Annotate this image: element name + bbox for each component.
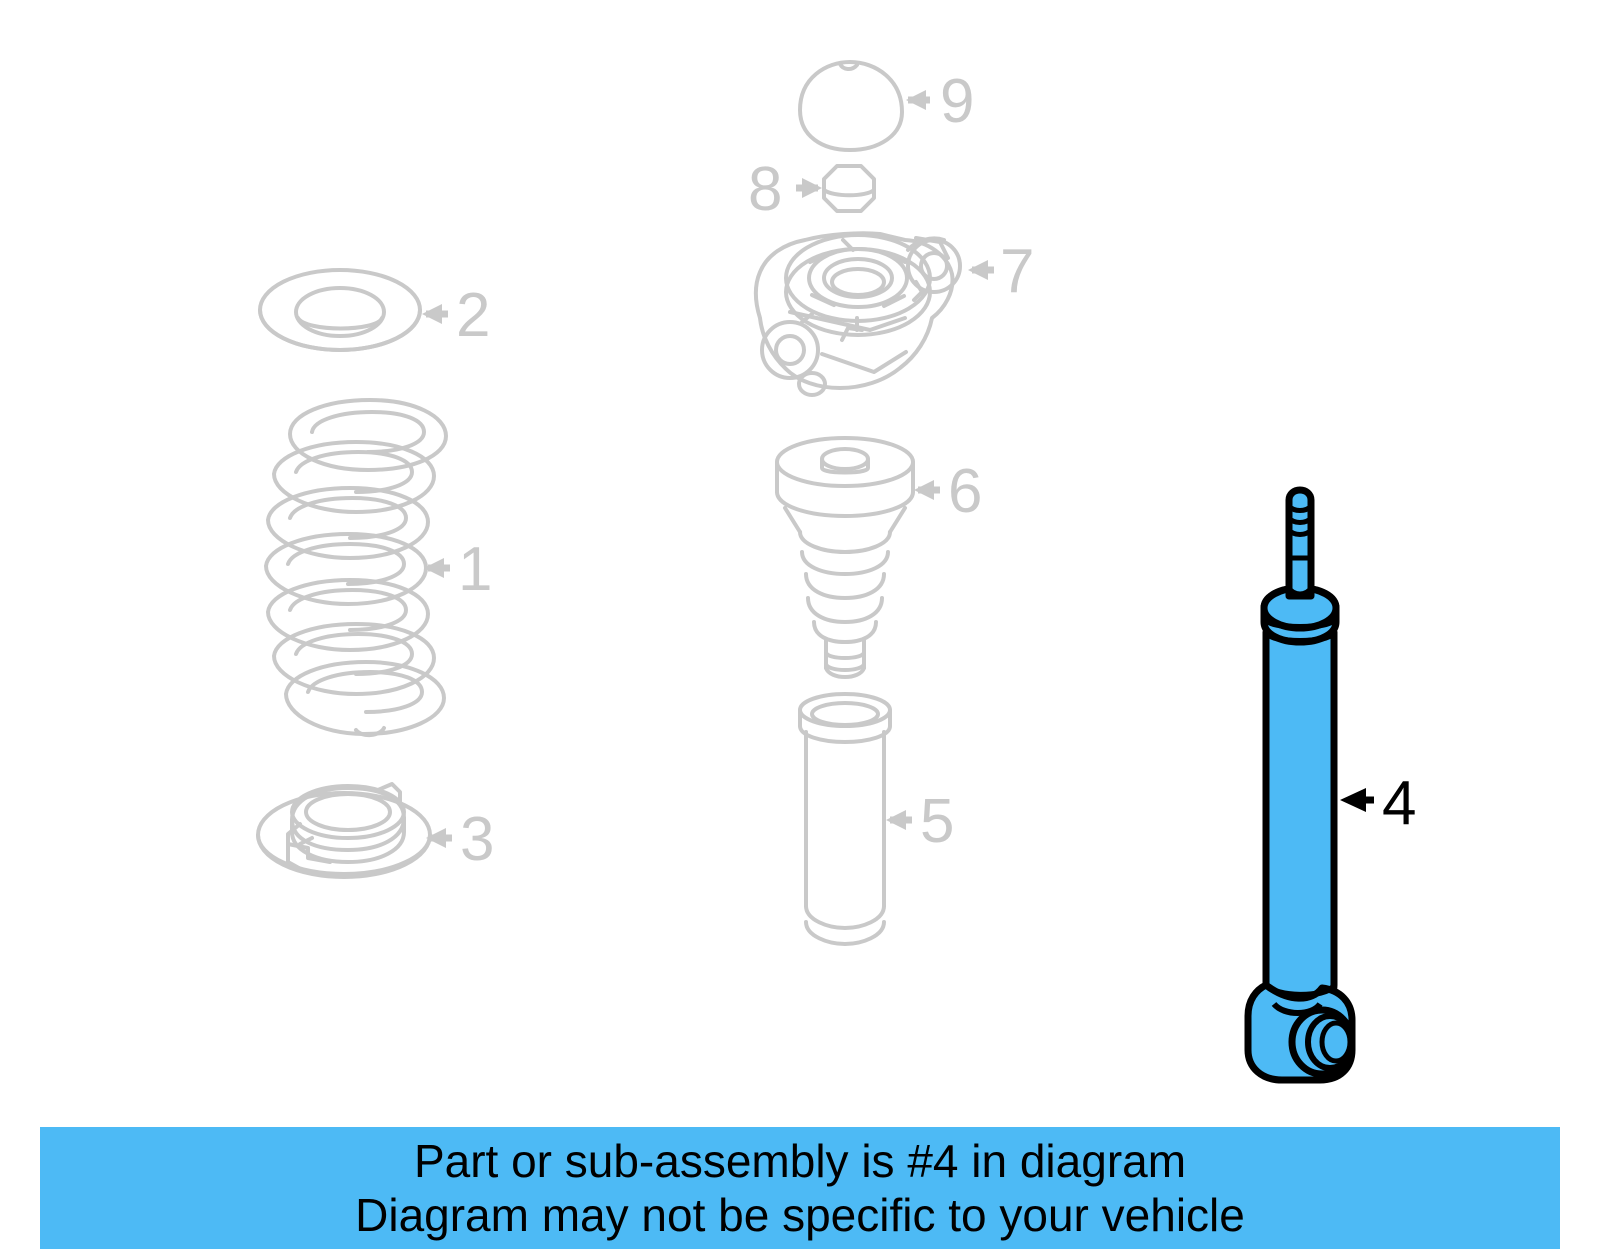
callout-6: 6: [914, 457, 982, 526]
notice-line-1: Part or sub-assembly is #4 in diagram: [413, 1135, 1187, 1187]
callout-8-arrow: [796, 178, 822, 198]
callout-6-label: 6: [948, 457, 982, 526]
part-bump-stop: [775, 436, 915, 679]
part-upper-spring-seat: [258, 268, 422, 352]
callout-4-label: 4: [1382, 769, 1416, 838]
callout-8-label: 8: [748, 155, 782, 224]
callout-7: 7: [968, 237, 1034, 306]
callout-5: 5: [886, 787, 954, 856]
callout-9-arrow: [906, 90, 930, 110]
callout-1: 1: [424, 535, 492, 604]
callout-7-label: 7: [1000, 237, 1034, 306]
callout-5-label: 5: [920, 787, 954, 856]
callout-4: 4: [1340, 769, 1416, 838]
part-dust-boot-tube: [798, 692, 892, 946]
callout-8: 8: [748, 155, 822, 224]
part-shock-absorber: [1244, 486, 1356, 1084]
part-hex-nut: [822, 164, 876, 213]
callout-2-label: 2: [456, 281, 490, 350]
callout-3-label: 3: [460, 805, 494, 874]
callout-9: 9: [906, 67, 974, 136]
callout-5-arrow: [886, 810, 912, 830]
notice-line-2: Diagram may not be specific to your vehi…: [355, 1189, 1245, 1241]
callout-6-arrow: [914, 480, 940, 500]
part-coil-spring: [264, 398, 448, 737]
part-lower-spring-seat: [256, 782, 432, 879]
diagram-notice-banner: Part or sub-assembly is #4 in diagram Di…: [40, 1127, 1560, 1249]
part-strut-mount: [753, 231, 962, 397]
callout-3: 3: [426, 805, 494, 874]
callout-2: 2: [422, 281, 490, 350]
callout-1-arrow: [424, 558, 450, 578]
callout-1-label: 1: [458, 535, 492, 604]
callout-7-arrow: [968, 260, 994, 280]
callout-4-arrow: [1340, 788, 1374, 812]
callout-2-arrow: [422, 304, 448, 324]
callout-9-label: 9: [940, 67, 974, 136]
part-dust-cap: [798, 60, 904, 152]
callout-3-arrow: [426, 828, 452, 848]
